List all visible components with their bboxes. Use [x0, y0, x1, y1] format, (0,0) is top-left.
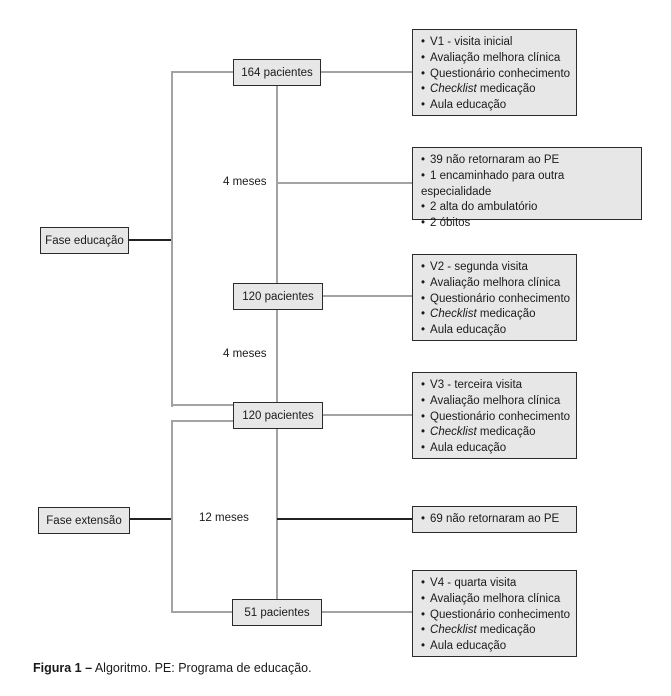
detail-box-dropout-1: 39 não retornaram ao PE1 encaminhado par…	[412, 147, 642, 229]
interval-label-4-meses-2: 4 meses	[223, 348, 267, 360]
figure-caption-label: Figura 1 –	[33, 661, 93, 675]
connector-extensao-branch	[130, 518, 171, 520]
bullet-item: Avaliação melhora clínica	[421, 394, 572, 410]
connector-to-120b-lower	[171, 420, 233, 422]
connector-120b-to-v3	[323, 414, 412, 416]
connector-120a-to-v2	[323, 295, 412, 297]
bullet-list: V4 - quarta visitaAvaliação melhora clín…	[413, 571, 576, 659]
node-120-pacientes-2: 120 pacientes	[233, 402, 323, 429]
connector-educacao-branch	[129, 239, 171, 241]
bullet-item: V3 - terceira visita	[421, 378, 572, 394]
bullet-item: 2 alta do ambulatório	[421, 200, 637, 216]
connector-to-120b-upper	[171, 404, 233, 406]
connector-to-51	[171, 611, 232, 613]
bullet-item: 2 óbitos	[421, 216, 637, 232]
bullet-item: 69 não retornaram ao PE	[421, 512, 572, 528]
bullet-item: Aula educação	[421, 98, 572, 114]
bullet-item: Questionário conhecimento	[421, 67, 572, 83]
bullet-item: V2 - segunda visita	[421, 260, 572, 276]
bullet-item: 1 encaminhado para outra especialidade	[421, 169, 637, 201]
node-label: 120 pacientes	[242, 409, 314, 422]
bullet-list: 39 não retornaram ao PE1 encaminhado par…	[413, 148, 641, 236]
detail-box-v2: V2 - segunda visitaAvaliação melhora clí…	[412, 254, 577, 341]
bullet-item: Checklist medicação	[421, 82, 572, 98]
detail-box-v3: V3 - terceira visitaAvaliação melhora cl…	[412, 372, 577, 459]
connector-51-to-v4	[322, 611, 412, 613]
phase-box-extensao: Fase extensão	[38, 507, 130, 534]
detail-box-v1: V1 - visita inicialAvaliação melhora clí…	[412, 29, 577, 116]
bullet-item: V4 - quarta visita	[421, 576, 572, 592]
connector-central-spine	[276, 86, 278, 599]
bullet-item: V1 - visita inicial	[421, 35, 572, 51]
bullet-item: Checklist medicação	[421, 623, 572, 639]
interval-label-12-meses: 12 meses	[199, 512, 249, 524]
node-label: 164 pacientes	[241, 66, 313, 79]
figure-caption: Figura 1 – Algoritmo. PE: Programa de ed…	[33, 661, 312, 675]
detail-box-v4: V4 - quarta visitaAvaliação melhora clín…	[412, 570, 577, 657]
connector-to-164	[171, 71, 233, 73]
bullet-list: V3 - terceira visitaAvaliação melhora cl…	[413, 373, 576, 461]
node-120-pacientes-1: 120 pacientes	[233, 283, 323, 310]
bullet-item: Avaliação melhora clínica	[421, 276, 572, 292]
bullet-item: 39 não retornaram ao PE	[421, 153, 637, 169]
connector-educacao-vertical	[171, 71, 173, 407]
bullet-item: Questionário conhecimento	[421, 608, 572, 624]
bullet-item: Avaliação melhora clínica	[421, 592, 572, 608]
node-label: 51 pacientes	[244, 606, 310, 619]
detail-box-dropout-2: 69 não retornaram ao PE	[412, 506, 577, 533]
bullet-item: Questionário conhecimento	[421, 410, 572, 426]
bullet-item: Aula educação	[421, 441, 572, 457]
bullet-item: Avaliação melhora clínica	[421, 51, 572, 67]
bullet-item: Aula educação	[421, 323, 572, 339]
node-164-pacientes: 164 pacientes	[233, 59, 321, 86]
connector-164-to-v1	[321, 71, 412, 73]
connector-spine-to-dropout1	[277, 182, 412, 184]
bullet-item: Checklist medicação	[421, 425, 572, 441]
bullet-item: Aula educação	[421, 639, 572, 655]
connector-spine-to-dropout2	[277, 518, 412, 520]
bullet-list: V1 - visita inicialAvaliação melhora clí…	[413, 30, 576, 118]
node-label: 120 pacientes	[242, 290, 314, 303]
bullet-item: Checklist medicação	[421, 307, 572, 323]
bullet-list: 69 não retornaram ao PE	[413, 507, 576, 532]
connector-extensao-vertical	[171, 420, 173, 613]
phase-label-extensao: Fase extensão	[46, 514, 122, 527]
node-51-pacientes: 51 pacientes	[232, 599, 322, 626]
phase-label-educacao: Fase educação	[45, 234, 124, 247]
bullet-list: V2 - segunda visitaAvaliação melhora clí…	[413, 255, 576, 343]
bullet-item: Questionário conhecimento	[421, 292, 572, 308]
figure-caption-text: Algoritmo. PE: Programa de educação.	[92, 661, 312, 675]
phase-box-educacao: Fase educação	[40, 227, 129, 254]
interval-label-4-meses-1: 4 meses	[223, 176, 267, 188]
